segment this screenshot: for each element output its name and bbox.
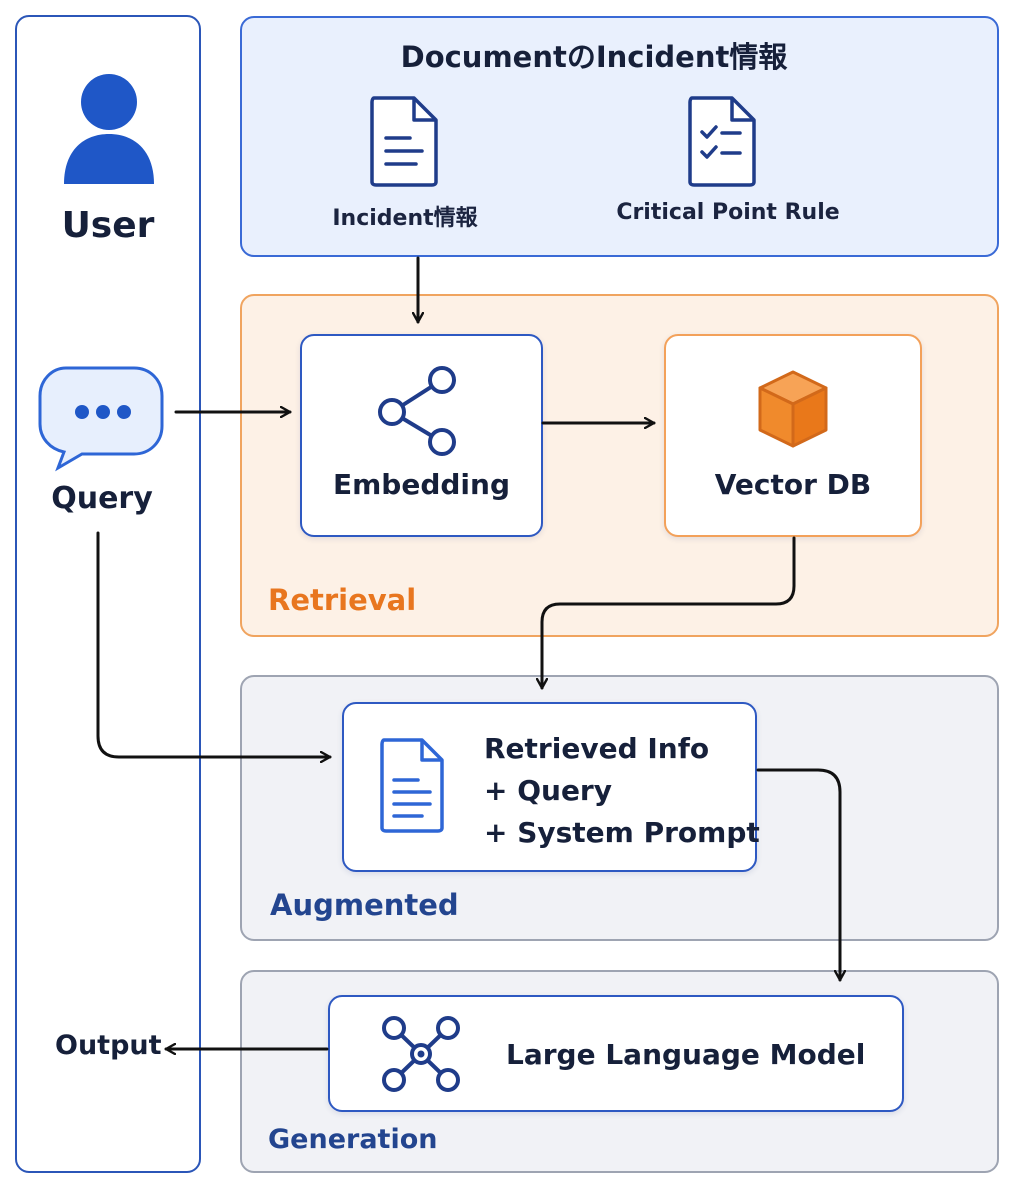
document-icon bbox=[370, 96, 438, 187]
critical-point-rule-label: Critical Point Rule bbox=[616, 200, 840, 225]
system-prompt-line: + System Prompt bbox=[484, 816, 760, 849]
chat-bubble-icon bbox=[38, 366, 164, 472]
arrow-query-to-augmented bbox=[96, 531, 332, 757]
checklist-icon bbox=[688, 96, 756, 187]
user-panel bbox=[15, 15, 201, 1173]
incident-info-label: Incident情報 bbox=[332, 206, 478, 231]
cube-icon bbox=[758, 370, 828, 448]
network-hub-icon bbox=[382, 1016, 460, 1092]
arrow-vectordb-to-augmented bbox=[542, 536, 796, 690]
user-icon bbox=[64, 74, 154, 184]
generation-section-label: Generation bbox=[268, 1124, 438, 1155]
embedding-box bbox=[300, 334, 543, 537]
embedding-label: Embedding bbox=[333, 468, 510, 501]
query-line: + Query bbox=[484, 774, 612, 807]
retrieval-section-label: Retrieval bbox=[268, 583, 417, 617]
document-panel bbox=[240, 16, 999, 257]
query-label: Query bbox=[51, 481, 153, 516]
retrieved-info-line: Retrieved Info bbox=[484, 732, 710, 765]
document-panel-title: DocumentのIncident情報 bbox=[400, 40, 788, 74]
file-text-icon bbox=[380, 738, 444, 833]
llm-label: Large Language Model bbox=[506, 1038, 866, 1071]
share-nodes-icon bbox=[378, 366, 456, 456]
augmented-section-label: Augmented bbox=[270, 888, 459, 922]
vector-db-label: Vector DB bbox=[714, 468, 872, 501]
arrow-augmented-to-llm bbox=[756, 768, 840, 982]
user-label: User bbox=[61, 205, 155, 246]
augmented-text: Retrieved Info + Query + System Prompt bbox=[484, 728, 760, 854]
llm-box bbox=[328, 995, 904, 1112]
output-label: Output bbox=[55, 1030, 162, 1061]
